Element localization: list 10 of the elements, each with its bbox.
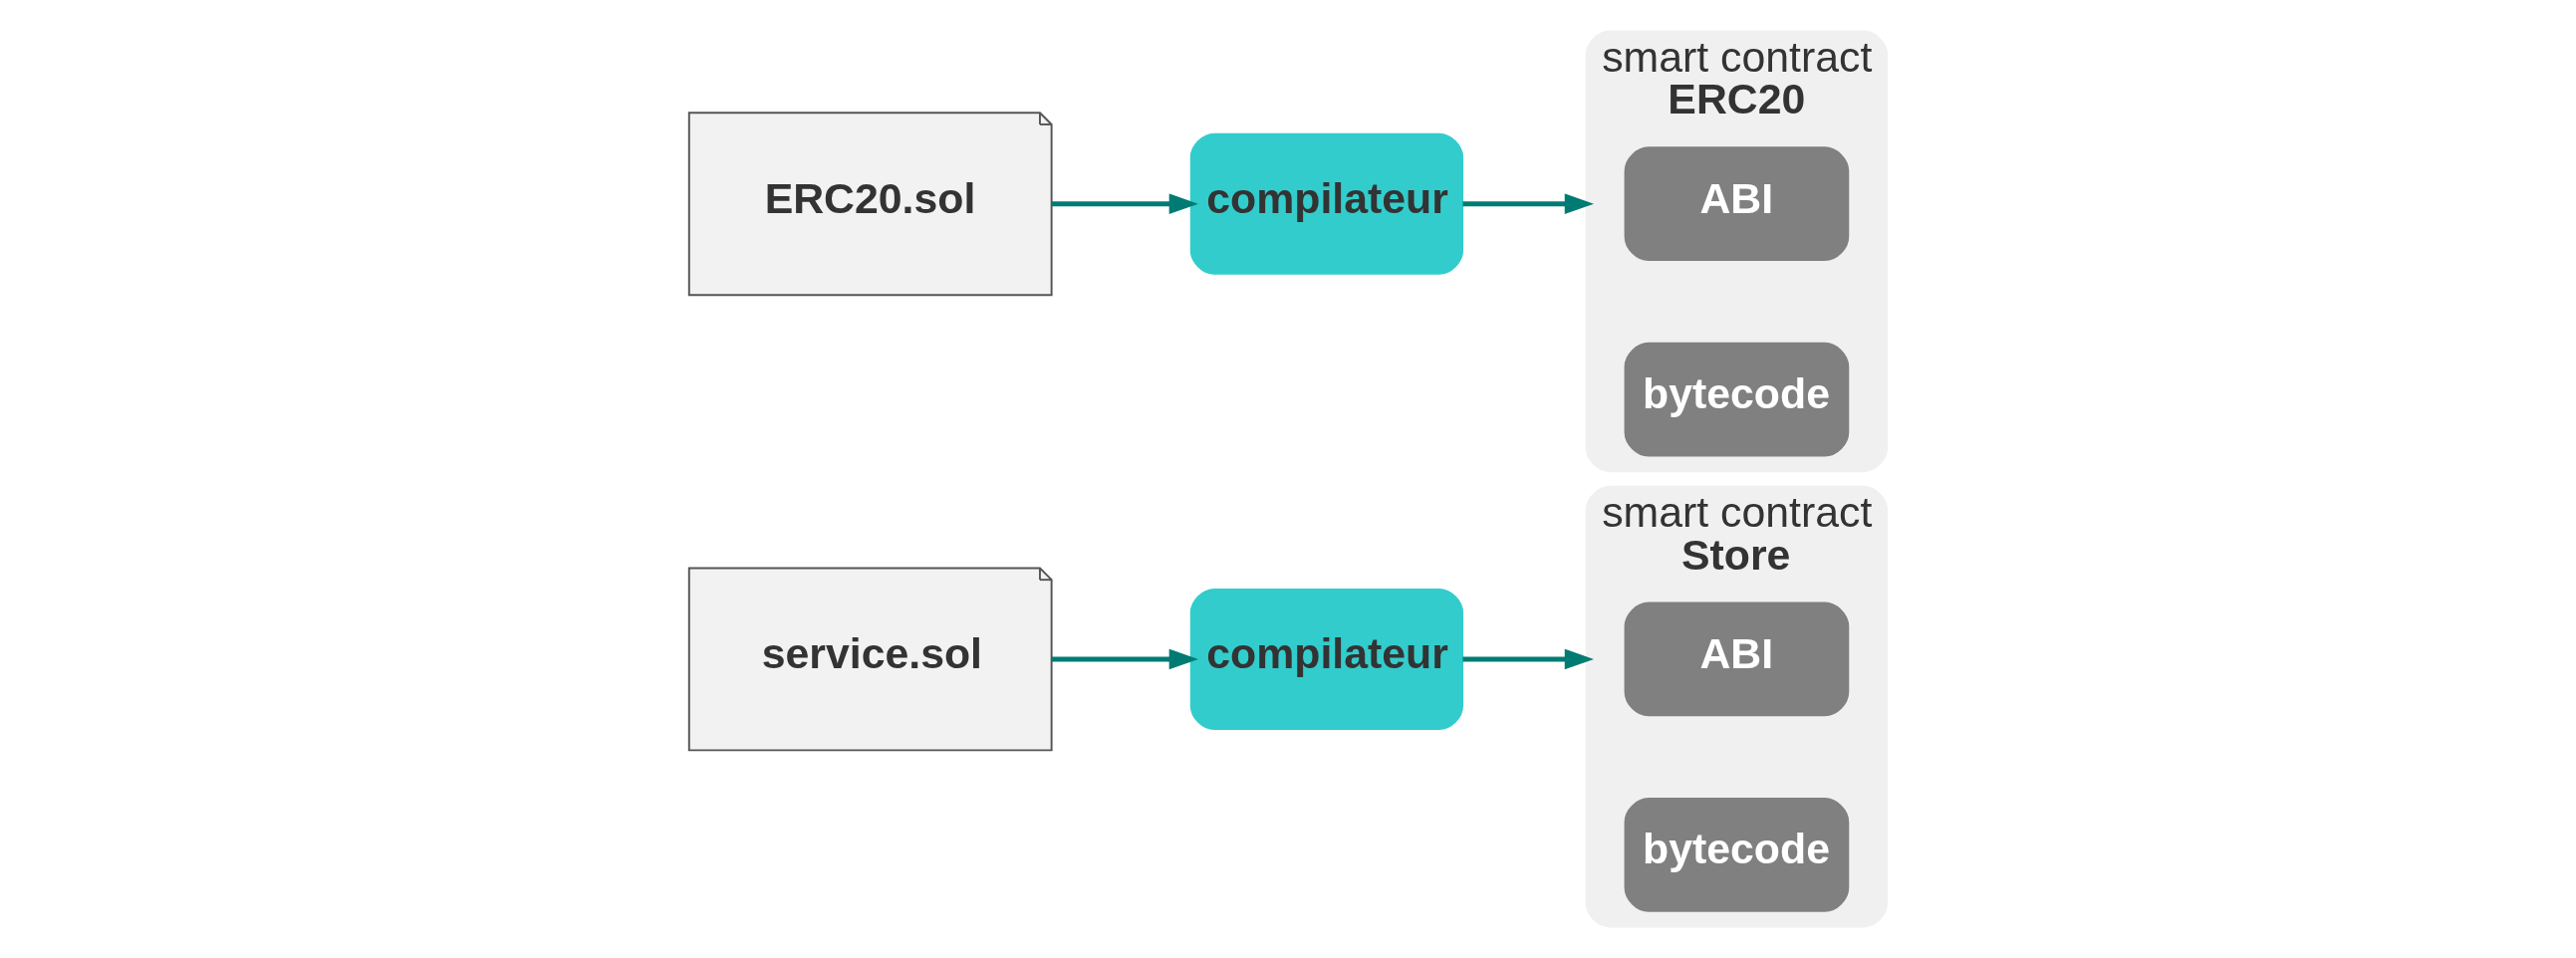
arrow — [1462, 193, 1594, 214]
node-box: compilateur — [1189, 132, 1464, 275]
arrow — [1051, 193, 1198, 214]
node-box: compilateur — [1189, 588, 1464, 730]
node-box: ABI — [1624, 601, 1850, 717]
arrow — [1462, 648, 1594, 670]
node-box: bytecode — [1624, 342, 1850, 457]
node-box: bytecode — [1624, 798, 1850, 912]
arrow — [1051, 648, 1198, 670]
node-box: ABI — [1624, 146, 1850, 262]
